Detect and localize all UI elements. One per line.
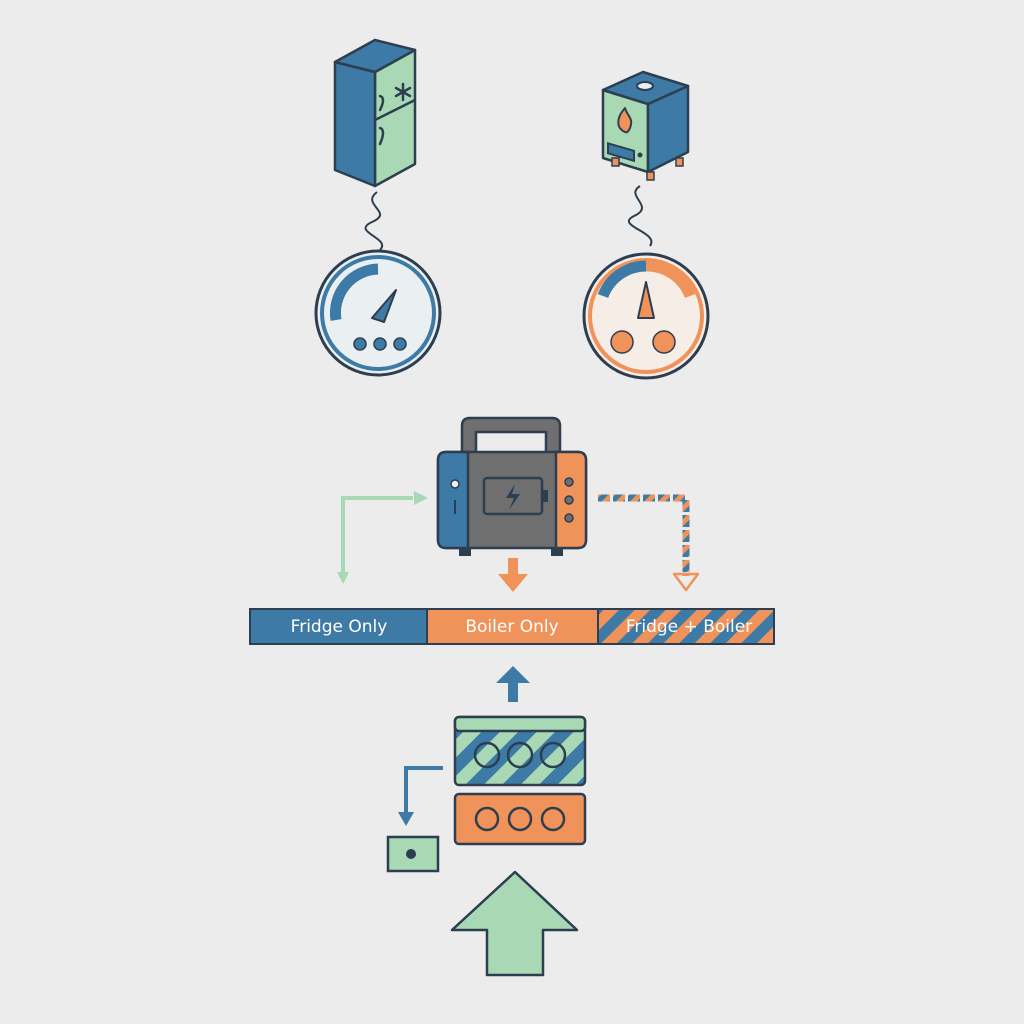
input-port-icon <box>386 835 440 873</box>
mode-segment-fridge-boiler[interactable] <box>597 608 775 645</box>
battery-bank-icon <box>453 715 587 846</box>
combined-flow-arrowhead <box>672 572 700 592</box>
boiler-down-arrow <box>498 558 528 592</box>
portable-power-station-icon <box>436 416 588 556</box>
boiler-icon <box>601 70 690 181</box>
power-input-arrow <box>450 870 579 977</box>
fridge-connection-cable <box>364 191 384 251</box>
fridge-feed-arrowhead <box>414 491 428 505</box>
flame-icon <box>617 107 633 134</box>
mode-segment-boiler-only[interactable] <box>426 608 599 645</box>
battery-up-arrow <box>496 666 530 702</box>
snowflake-icon <box>394 82 412 102</box>
boiler-connection-cable <box>627 185 653 247</box>
fridge-icon <box>333 38 417 188</box>
mode-label-fridge-only: Fridge Only <box>291 617 388 637</box>
mode-selector-bar: Fridge Only Boiler Only Fridge + Boiler <box>249 608 775 645</box>
combined-flow-arrow <box>598 494 690 576</box>
boiler-gauge-icon <box>582 252 710 380</box>
bypass-arrow <box>404 766 443 814</box>
bypass-arrowhead <box>398 812 414 826</box>
mode-label-fridge-boiler: Fridge + Boiler <box>626 617 752 637</box>
mode-label-boiler-only: Boiler Only <box>465 617 558 637</box>
fridge-flow-arrow <box>337 496 413 584</box>
fridge-gauge-icon <box>314 249 442 377</box>
mode-segment-fridge-only[interactable] <box>249 608 428 645</box>
